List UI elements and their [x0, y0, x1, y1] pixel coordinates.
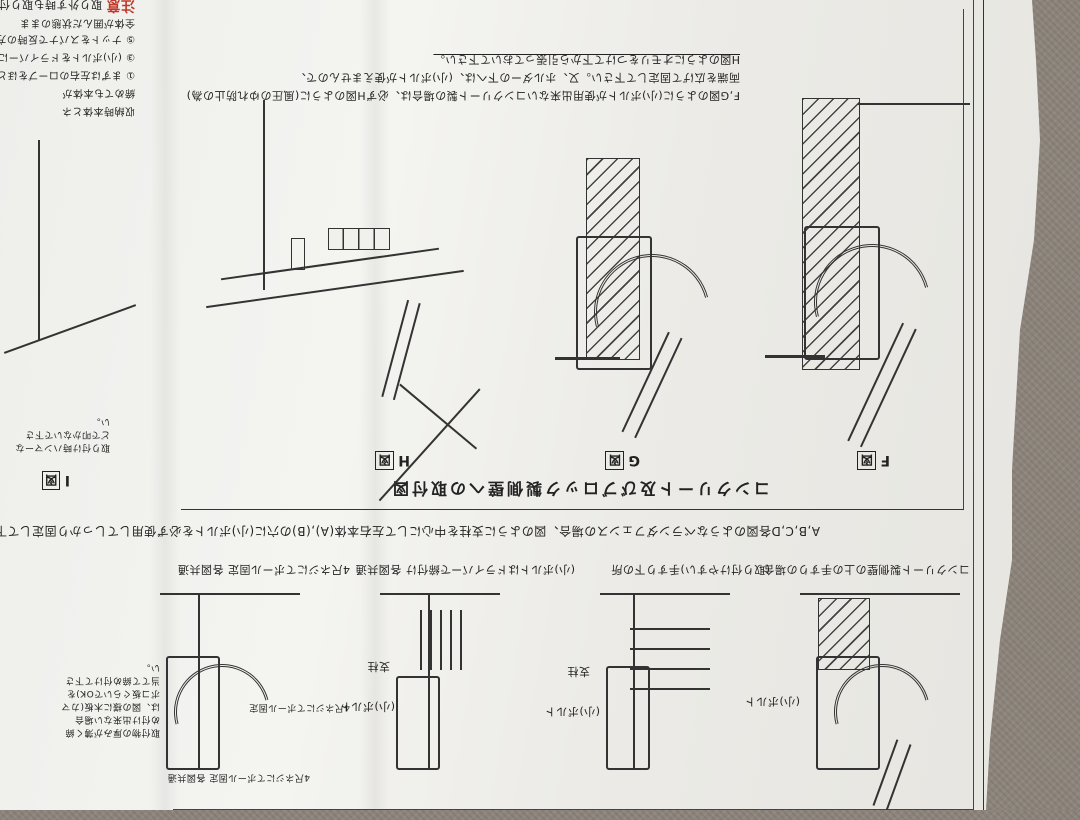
note-line-3: H図のようにオモリをつけて下から引張っておいて下さい。: [433, 53, 740, 66]
concrete-block: [328, 228, 390, 250]
extra-line: 収納時本体とネ: [61, 105, 136, 116]
panel-caption-4: 4尺ネジにてポール固定 各図共通: [177, 563, 351, 576]
panel-caption-2: (取り付けやすい)手すり下の所: [610, 563, 770, 576]
note-line-2: 両端を広げて固定して下さい。又、ホルダーの下へは、(小)ボルトが使えませんので、: [294, 71, 740, 84]
clamp-bracket: [606, 666, 650, 770]
caution-row: 注意 取り外す時も取り付: [0, 0, 135, 16]
callout-post: 支柱: [567, 665, 590, 678]
callout-small-bolt: (小)ボルト: [544, 705, 600, 718]
caution-label: 注意: [106, 0, 135, 13]
panel-caption-3: (小)ボルトはドライバーで締付け 各図共通: [355, 563, 575, 576]
note-line-1: F,G図のように(小)ボルトが使用出来ないコンクリート製の場合は、必ずH図のよう…: [186, 89, 740, 102]
rail-top: [600, 593, 730, 595]
railing-bars: [420, 610, 470, 670]
clamp-bracket: [396, 676, 440, 770]
bolt: [765, 355, 825, 358]
outlet: [291, 238, 305, 270]
wall-top: [800, 593, 960, 595]
step-1: ① まずは左右のロープをほど: [0, 69, 135, 80]
figure-letter: F: [879, 452, 890, 468]
callout-small-bolt: (小)ボルト: [744, 695, 800, 708]
figure-label-h: H図: [375, 451, 410, 470]
callout-post: 支柱: [367, 660, 390, 673]
callout-pole-fix-common: 4尺ネジにてポール固定 各図共通: [167, 772, 310, 782]
figure-letter: G: [628, 452, 640, 468]
figure-suffix: 図: [605, 451, 624, 470]
flipped-content: コンクリート及びブロック製側壁への取付図 F図 G図 H図: [0, 0, 984, 810]
callout-no-hammer: 取り付け時ハンマーなどで叩かないで下さい。: [14, 416, 110, 452]
lower-instruction: A,B,C,D各図のようなベランダフェンスの場合、図のように支柱を中心にして左右…: [0, 524, 820, 538]
paper-fold: [360, 0, 390, 810]
railing-sketch: [3, 304, 137, 354]
figure-label-i: I図: [41, 471, 70, 490]
figure-label-f: F図: [857, 451, 890, 470]
section-title: コンクリート及びブロック製側壁への取付図: [389, 479, 770, 498]
instruction-sheet: コンクリート及びブロック製側壁への取付図 F図 G図 H図: [0, 0, 1040, 810]
rail-top: [380, 593, 500, 595]
panel-caption-1: コンクリート製側壁の上の手すりの場合: [763, 563, 970, 576]
figure-label-g: G図: [605, 451, 640, 470]
callout-thin-board: 取付物の厚みが薄く締め付け出来ない場合は、図の様に木板(カマボコ板ぐらいでOK)…: [60, 662, 160, 737]
railing-sketch: [38, 140, 40, 340]
step-5: ⑤ ナットをスパナで反時の方: [0, 33, 135, 44]
bolt: [555, 357, 620, 360]
figure-suffix: 図: [41, 471, 61, 490]
figure-letter: I: [64, 472, 70, 488]
extra-line: 締めても本体が: [62, 87, 135, 98]
extra-line: 全体が囲んだ状態のまま: [19, 17, 136, 28]
callout-pole-fix: 4尺ネジにてポール固定: [248, 702, 350, 712]
step-3: ③ (小)ボルトをドライバーに: [0, 51, 135, 62]
figure-letter: H: [397, 452, 410, 468]
ceiling-line: [858, 103, 970, 105]
rail-top: [160, 593, 300, 595]
figure-suffix: 図: [375, 451, 394, 470]
figure-suffix: 図: [857, 451, 876, 470]
paper-fold: [150, 0, 180, 810]
wall-corner: [263, 100, 265, 290]
caution-title: 取り外す時も取り付: [0, 0, 102, 11]
